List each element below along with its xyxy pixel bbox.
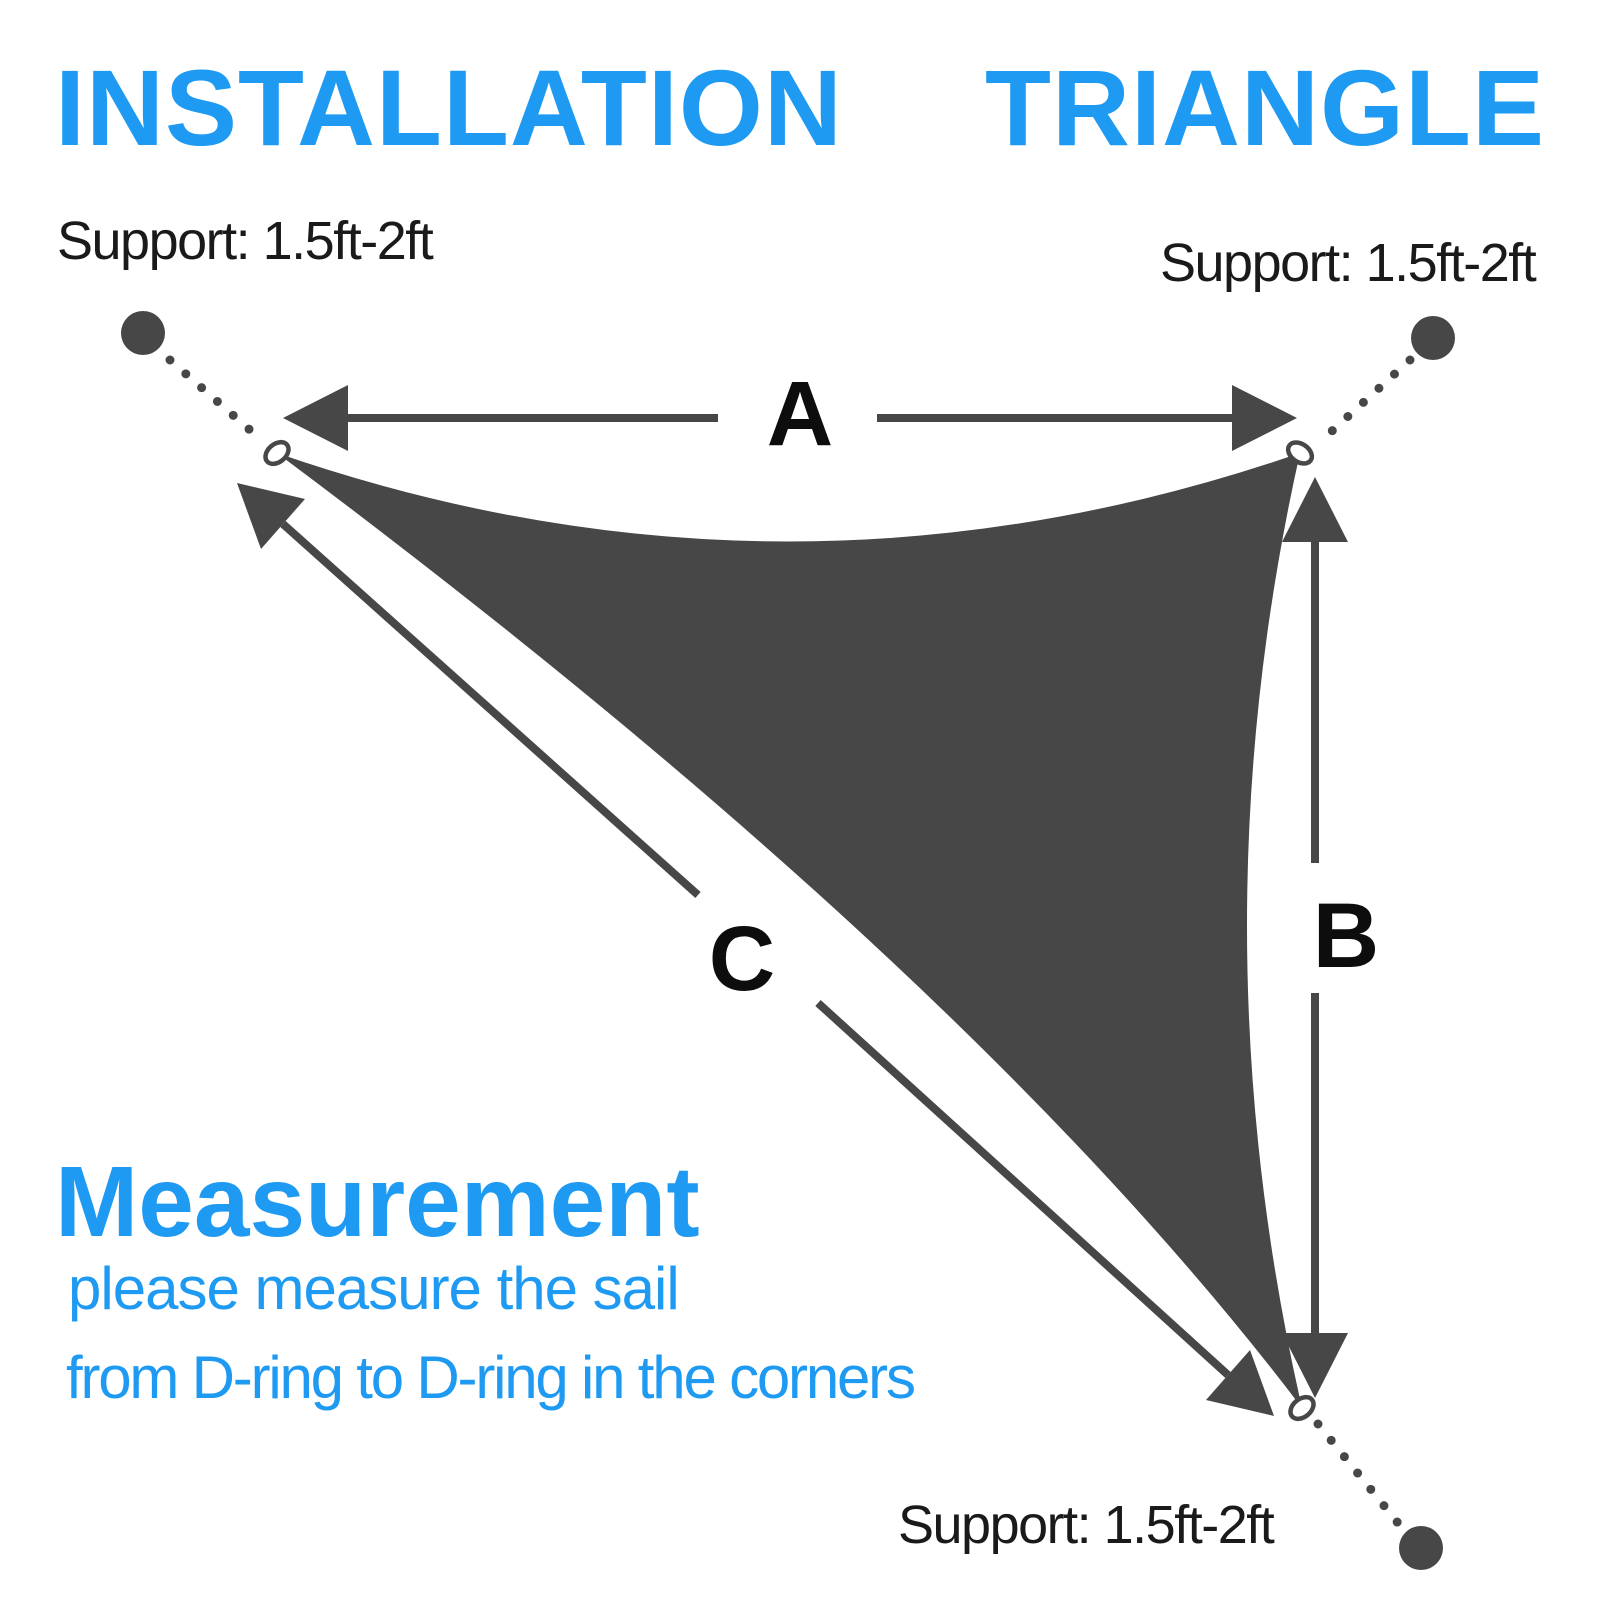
dimension-label-a: A <box>766 363 834 465</box>
page-title-triangle: TRIANGLE <box>985 47 1545 168</box>
support-label-top-right: Support: 1.5ft-2ft <box>1160 233 1537 293</box>
anchor-point-top-left <box>121 311 165 355</box>
measurement-heading: Measurement <box>55 1146 700 1258</box>
d-ring-top-left <box>263 439 291 467</box>
page-title-installation: INSTALLATION <box>55 47 843 168</box>
measurement-instruction-line-1: please measure the sail <box>68 1255 680 1322</box>
rope-dotted-line-bottom <box>1313 1419 1407 1533</box>
arrow-a-right-head <box>1232 385 1297 451</box>
arrow-a-left-head <box>283 385 348 451</box>
rope-dotted-line-top-right <box>1317 355 1415 445</box>
sail-shape <box>277 453 1302 1408</box>
d-ring-bottom <box>1288 1394 1316 1422</box>
support-label-bottom: Support: 1.5ft-2ft <box>898 1495 1275 1555</box>
d-ring-top-right <box>1285 440 1315 466</box>
measurement-instruction-line-2: from D-ring to D-ring in the corners <box>66 1344 916 1411</box>
rope-dotted-line-top-left <box>165 355 263 442</box>
anchor-point-bottom <box>1399 1526 1443 1570</box>
dimension-label-c: C <box>708 908 776 1010</box>
arrow-b-top-head <box>1282 477 1348 542</box>
arrow-c-bottom-head <box>1206 1350 1274 1416</box>
arrow-c-top-head <box>237 483 305 549</box>
support-label-top-left: Support: 1.5ft-2ft <box>57 211 434 271</box>
dimension-label-b: B <box>1312 885 1380 987</box>
anchor-point-top-right <box>1411 316 1455 360</box>
arrow-b-bottom-head <box>1282 1333 1348 1398</box>
dimension-arrow-c <box>237 483 1274 1416</box>
arrow-c-bottom-shaft <box>815 1000 1231 1378</box>
arrow-c-top-shaft <box>280 521 701 898</box>
dimension-arrow-a <box>283 385 1297 451</box>
dimension-arrow-b <box>1282 477 1348 1398</box>
